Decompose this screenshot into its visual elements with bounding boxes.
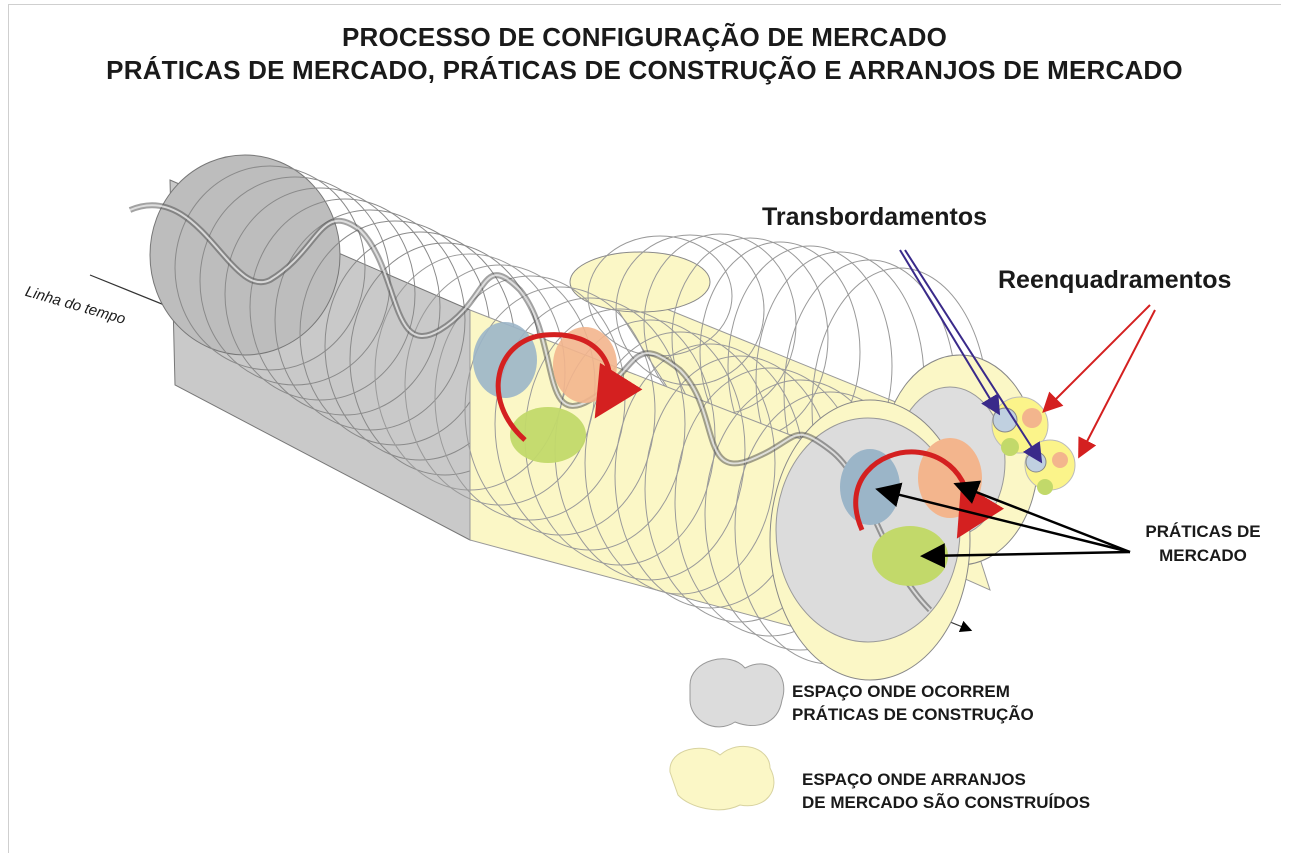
legend-item-arrangements: ESPAÇO ONDE ARRANJOS DE MERCADO SÃO CONS… (802, 768, 1090, 814)
front-practice-green (872, 526, 948, 586)
market-practices-line1: PRÁTICAS DE (1145, 522, 1261, 541)
legend-text-line2: PRÁTICAS DE CONSTRUÇÃO (792, 705, 1034, 724)
reframing-arrow-1 (1042, 304, 1151, 413)
legend-swatch-yellow (669, 745, 775, 811)
market-practices-line2: MERCADO (1159, 546, 1247, 565)
practice-arrow-3 (920, 543, 1131, 569)
grey-cylinder-section (149, 154, 541, 541)
legend-text-line2: DE MERCADO SÃO CONSTRUÍDOS (802, 793, 1091, 812)
legend-text-line1: ESPAÇO ONDE OCORREM (792, 682, 1010, 701)
reframings-label: Reenquadramentos (998, 266, 1232, 294)
practice-arrow-2 (953, 480, 1131, 554)
practice-blob-green (510, 407, 586, 463)
legend-text-line1: ESPAÇO ONDE ARRANJOS (802, 770, 1026, 789)
market-practices-label: PRÁTICAS DE MERCADO (1118, 520, 1288, 568)
diagram-title-line1: PROCESSO DE CONFIGURAÇÃO DE MERCADO (341, 22, 948, 52)
spillovers-label: Transbordamentos (762, 203, 988, 231)
front-practice-orange (918, 438, 982, 518)
front-practice-blue (840, 449, 900, 525)
diagram-title-line2: PRÁTICAS DE MERCADO, PRÁTICAS DE CONSTRU… (106, 55, 1183, 85)
practice-arrow-1 (875, 482, 1131, 554)
diagram-frame (8, 4, 1281, 853)
spillover-arrow-2 (904, 249, 1043, 464)
cycle-arrow-mid (495, 332, 643, 442)
legend-swatch-grey (689, 658, 785, 728)
legend-item-construction: ESPAÇO ONDE OCORREM PRÁTICAS DE CONSTRUÇ… (792, 680, 1034, 726)
reframing-arrow-2 (1078, 309, 1156, 459)
spillover-arrow-1 (899, 249, 1001, 416)
